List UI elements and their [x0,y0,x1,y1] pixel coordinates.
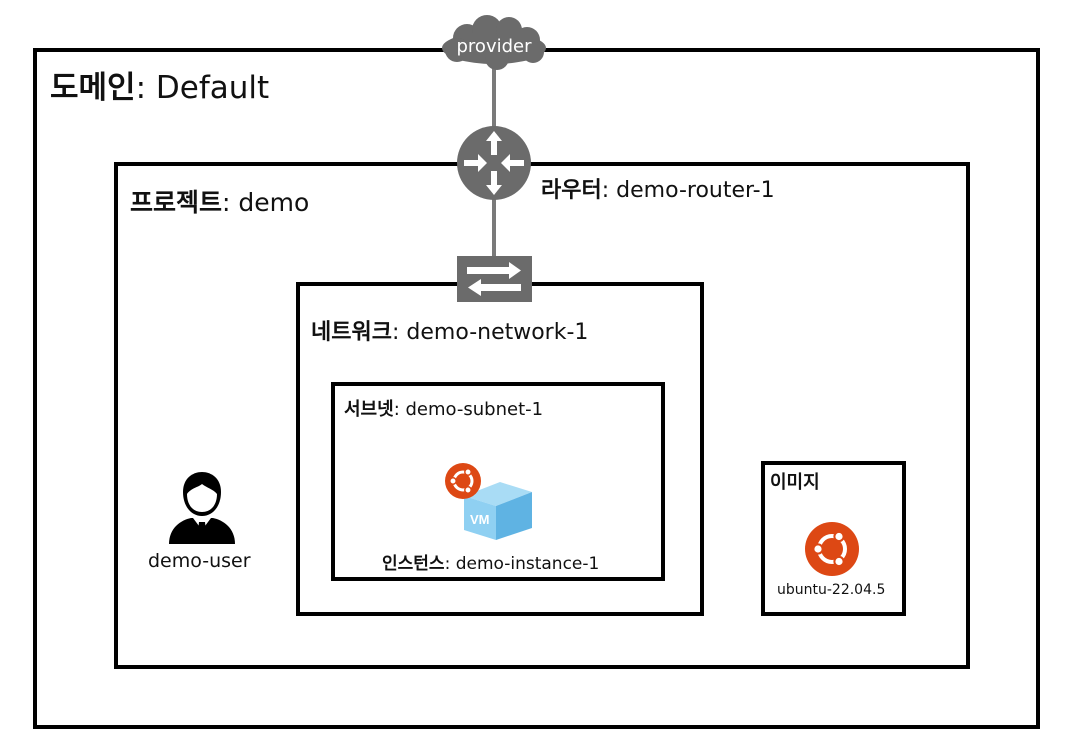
project-label: 프로젝트: demo [130,183,309,219]
domain-separator: : [135,70,147,106]
subnet-name: demo-subnet-1 [405,399,544,420]
domain-name: Default [155,70,270,106]
image-container [761,461,906,616]
network-separator: : [391,320,400,345]
instance-label: 인스턴스: demo-instance-1 [382,549,599,574]
router-prefix: 라우터 [541,178,602,203]
vm-cube-icon: VM [464,482,532,540]
instance-name: demo-instance-1 [455,554,600,574]
network-name: demo-network-1 [406,320,589,345]
ubuntu-logo-icon [805,522,859,576]
subnet-prefix: 서브넷 [344,399,394,420]
ubuntu-logo-icon [445,463,481,499]
router-label: 라우터: demo-router-1 [541,172,775,204]
router-separator: : [601,178,610,203]
subnet-label: 서브넷: demo-subnet-1 [344,395,543,421]
vm-text: VM [470,512,490,527]
domain-label: 도메인: Default [50,62,269,107]
router-name: demo-router-1 [616,178,775,203]
image-name: ubuntu-22.04.5 [777,582,886,598]
router-network-link [492,196,496,258]
project-separator: : [222,188,231,217]
cloud-icon [442,15,546,70]
provider-router-link [492,50,496,130]
subnet-separator: : [393,399,400,420]
domain-prefix: 도메인 [50,70,136,106]
network-switch-node[interactable] [457,256,532,302]
router-node[interactable] [456,125,532,201]
user-businessman-icon [169,472,235,544]
network-prefix: 네트워크 [311,320,392,345]
subnet-container [331,382,665,581]
user-node[interactable] [165,470,239,544]
image-title: 이미지 [770,472,820,493]
provider-label: provider [456,36,532,57]
switch-icon [457,256,532,302]
user-name: demo-user [148,550,251,572]
project-container [114,162,970,669]
project-prefix: 프로젝트 [130,188,223,217]
instance-node[interactable]: VM [444,462,536,542]
image-node[interactable] [804,521,860,577]
provider-node[interactable]: provider [437,12,551,72]
project-name: demo [238,188,310,217]
instance-separator: : [444,554,451,574]
router-icon [457,126,531,200]
network-label: 네트워크: demo-network-1 [311,314,588,346]
instance-prefix: 인스턴스 [382,554,445,574]
